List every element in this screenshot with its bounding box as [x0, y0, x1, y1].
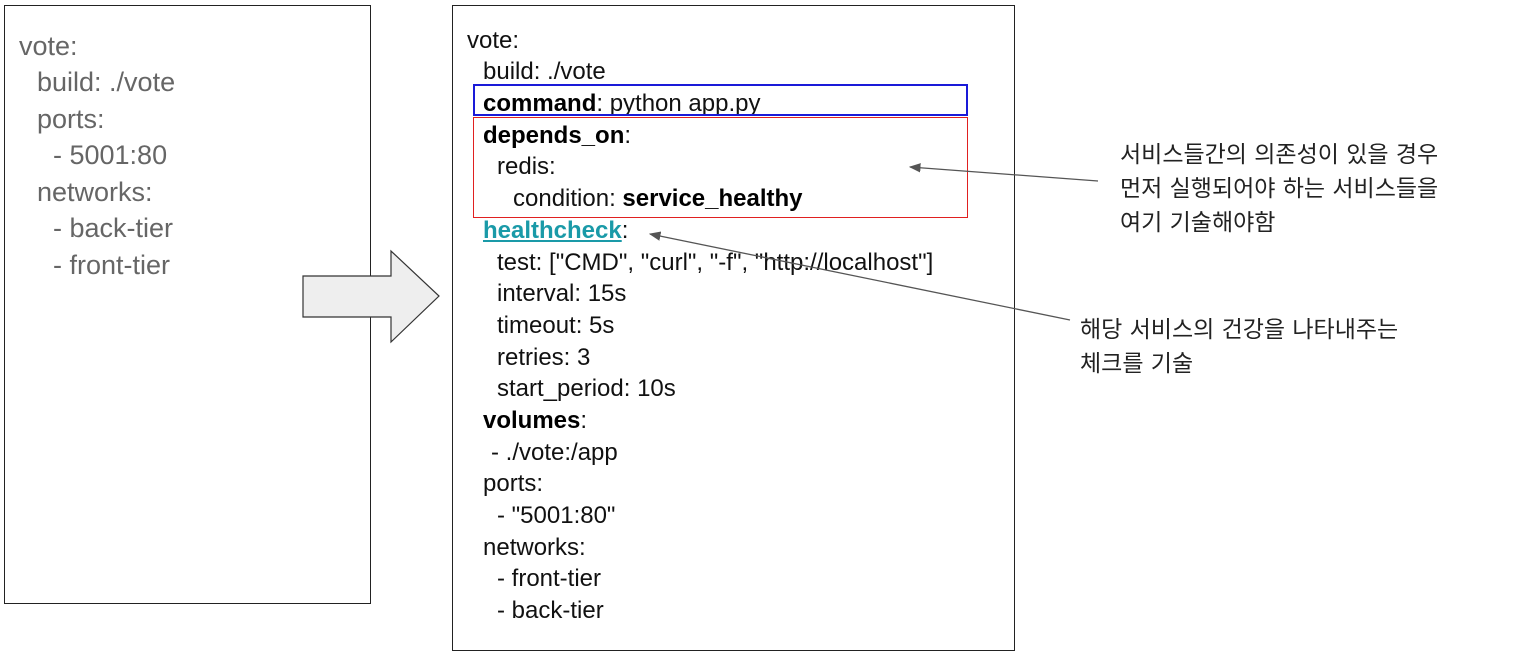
code-start-period: start_period: 10s	[497, 375, 676, 402]
code-healthcheck: healthcheck:	[483, 219, 628, 243]
code-vote: vote:	[467, 27, 520, 54]
healthcheck-link[interactable]: healthcheck	[483, 217, 622, 244]
depends-on-colon: :	[624, 122, 632, 149]
code-condition: condition: service_healthy	[513, 187, 803, 211]
condition-value: service_healthy	[622, 185, 803, 212]
depends-on-note: 서비스들간의 의존성이 있을 경우 먼저 실행되어야 하는 서비스들을 여기 기…	[1120, 142, 1439, 236]
depends-on-pointer-arrow	[908, 163, 1099, 182]
left-code-line: - back-tier	[53, 213, 174, 243]
code-volume-item: - ./vote:/app	[491, 439, 618, 466]
code-build: build: ./vote	[483, 58, 606, 85]
code-network-item: - back-tier	[497, 597, 604, 624]
right-code-panel: vote: build: ./vote command: python app.…	[452, 5, 1015, 651]
code-retries: retries: 3	[497, 344, 591, 371]
code-command: command: python app.py	[483, 92, 760, 116]
code-network-item: - front-tier	[497, 565, 602, 592]
command-value: : python app.py	[596, 90, 761, 117]
healthcheck-colon: :	[621, 217, 629, 244]
code-port-item: - "5001:80"	[497, 502, 616, 529]
left-code-line: build: ./vote	[37, 67, 176, 97]
left-code-line: vote:	[19, 31, 78, 61]
command-highlight-box	[473, 84, 968, 116]
condition-key: condition:	[513, 185, 623, 212]
code-test: test: ["CMD", "curl", "-f", "http://loca…	[497, 249, 934, 276]
code-timeout: timeout: 5s	[497, 312, 615, 339]
left-code-line: - front-tier	[53, 250, 171, 280]
code-ports: ports:	[483, 470, 544, 497]
code-depends-on: depends_on:	[483, 124, 631, 148]
code-redis: redis:	[497, 153, 556, 180]
left-code-line: networks:	[37, 177, 153, 207]
command-key: command	[483, 90, 597, 117]
depends-on-highlight-box	[473, 117, 968, 218]
healthcheck-pointer-arrow	[648, 231, 1071, 321]
code-volumes: volumes:	[483, 409, 587, 433]
volumes-key: volumes	[483, 407, 581, 434]
left-code-line: ports:	[37, 104, 105, 134]
code-interval: interval: 15s	[497, 280, 627, 307]
transition-arrow-icon	[302, 249, 440, 344]
code-networks: networks:	[483, 534, 586, 561]
healthcheck-note: 해당 서비스의 건강을 나타내주는 체크를 기술	[1080, 317, 1399, 377]
volumes-colon: :	[580, 407, 588, 434]
left-code-line: - 5001:80	[53, 140, 168, 170]
depends-on-key: depends_on	[483, 122, 625, 149]
